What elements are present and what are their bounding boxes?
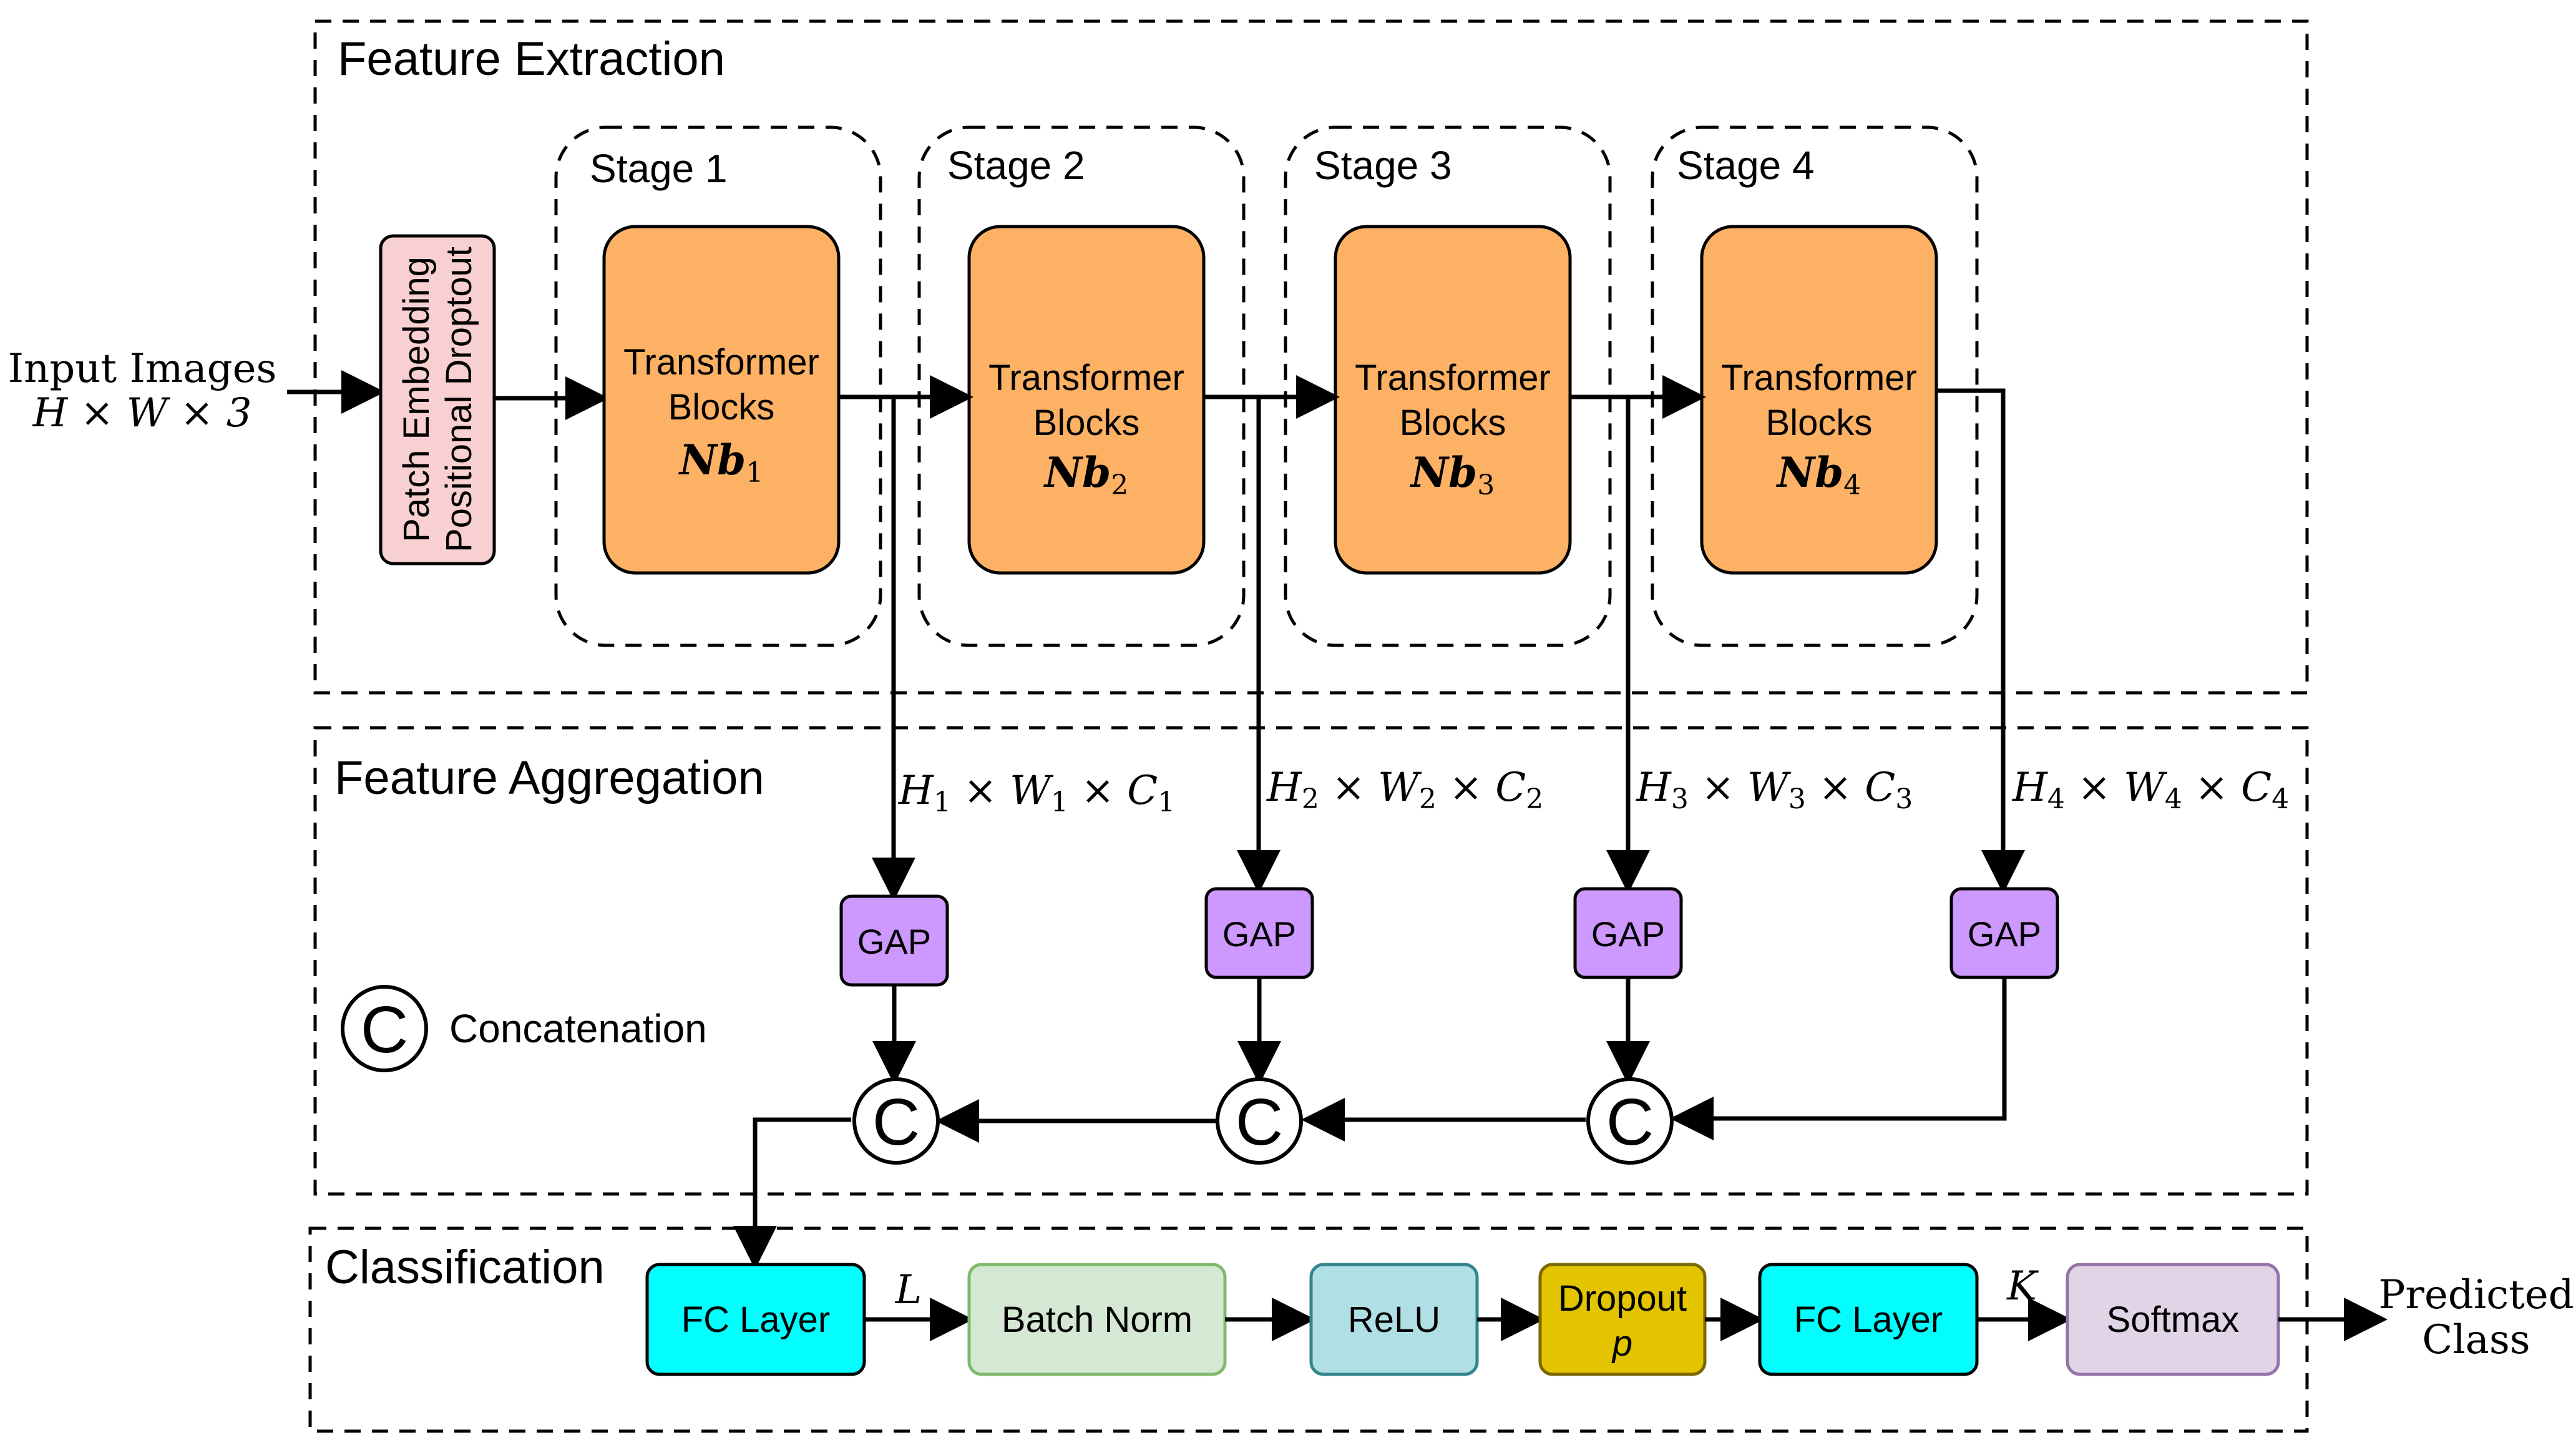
feature-extraction-frame: [313, 19, 2309, 695]
dims-label-1: H1 × W1 × C1: [898, 768, 1175, 818]
k-dim-label: K: [2006, 1263, 2039, 1309]
concat-circle-3: [1586, 1077, 1674, 1165]
dropout-label: Dropout: [1558, 1278, 1687, 1319]
output-label-line1: Predicted: [2378, 1272, 2574, 1318]
stage-frame: [554, 125, 882, 647]
gap-label-4: GAP: [1968, 914, 2041, 954]
block-count: Nb3: [1410, 448, 1495, 501]
dims-label-3: H3 × W3 × C3: [1636, 765, 1913, 815]
stage-4: Stage 4 Transformer Blocks Nb4: [1651, 125, 1979, 647]
concat-circle-2: [1216, 1077, 1303, 1165]
transformer-blocks-box: [602, 225, 841, 575]
dims-label-2: H2 × W2 × C2: [1266, 765, 1543, 815]
block-count: Nb1: [678, 436, 763, 489]
stage-3: Stage 3 Transformer Blocks Nb3: [1284, 125, 1612, 647]
stage-1: Stage 1 Transformer Blocks Nb1: [554, 125, 882, 647]
stage-label: Stage 4: [1677, 143, 1815, 188]
arrow-concat1-to-fc: [733, 1117, 851, 1270]
gap-label-1: GAP: [857, 922, 931, 961]
stage-2: Stage 2 Transformer Blocks Nb2: [917, 125, 1246, 647]
arrow-gap4-to-concat3: [1670, 977, 2007, 1140]
stage-label: Stage 1: [590, 146, 728, 191]
stage-frame: [917, 125, 1246, 647]
dropout-rate-label: p: [1611, 1323, 1632, 1364]
fc-layer-1-label: FC Layer: [681, 1299, 831, 1340]
feature-aggregation-frame: [313, 726, 2309, 1196]
concat-symbol-3: C: [1606, 1085, 1654, 1159]
batch-norm-label: Batch Norm: [1002, 1299, 1193, 1340]
transformer-label: Transformer: [623, 342, 819, 383]
transformer-label: Transformer: [988, 358, 1184, 398]
dims-label-4: H4 × W4 × C4: [2012, 765, 2289, 815]
gap-label-2: GAP: [1222, 914, 1296, 954]
transformer-blocks-box: [1700, 225, 1938, 575]
arrow-stage4-to-gap: [1936, 388, 2025, 894]
concat-symbol-2: C: [1236, 1085, 1284, 1159]
transformer-label: Transformer: [1355, 358, 1551, 398]
concat-legend-label: Concatenation: [449, 1006, 707, 1051]
stage-label: Stage 2: [947, 143, 1085, 188]
stage-frame: [1651, 125, 1979, 647]
section-title-classification: Classification: [325, 1241, 605, 1294]
blocks-label: Blocks: [1766, 403, 1873, 443]
section-title-aggregation: Feature Aggregation: [334, 751, 764, 805]
gap-label-3: GAP: [1591, 914, 1665, 954]
block-count: Nb2: [1043, 448, 1128, 501]
relu-label: ReLU: [1348, 1299, 1440, 1340]
transformer-label: Transformer: [1721, 358, 1917, 398]
concat-circle-1: [852, 1077, 940, 1165]
stage-frame: [1284, 125, 1612, 647]
blocks-label: Blocks: [1400, 403, 1506, 443]
section-title-extraction: Feature Extraction: [338, 32, 725, 86]
block-count: Nb4: [1776, 448, 1861, 501]
classification-frame: [308, 1226, 2309, 1433]
blocks-label: Blocks: [1033, 403, 1140, 443]
l-dim-label: L: [895, 1267, 922, 1313]
positional-dropout-label: Positional Droptout: [439, 247, 479, 552]
input-label: Input Images: [8, 346, 277, 392]
softmax-label: Softmax: [2107, 1299, 2240, 1340]
input-dims: H × W × 3: [32, 390, 252, 436]
stage-label: Stage 3: [1314, 143, 1452, 188]
concat-legend-circle: [341, 985, 428, 1072]
patch-embedding-label: Patch Embedding: [396, 257, 437, 542]
fc-layer-2-label: FC Layer: [1794, 1299, 1943, 1340]
concat-legend-symbol: C: [361, 993, 409, 1067]
transformer-blocks-box: [1334, 225, 1572, 575]
concat-symbol-1: C: [872, 1085, 920, 1159]
output-label-line2: Class: [2422, 1317, 2530, 1363]
blocks-label: Blocks: [668, 387, 775, 428]
transformer-blocks-box: [967, 225, 1206, 575]
